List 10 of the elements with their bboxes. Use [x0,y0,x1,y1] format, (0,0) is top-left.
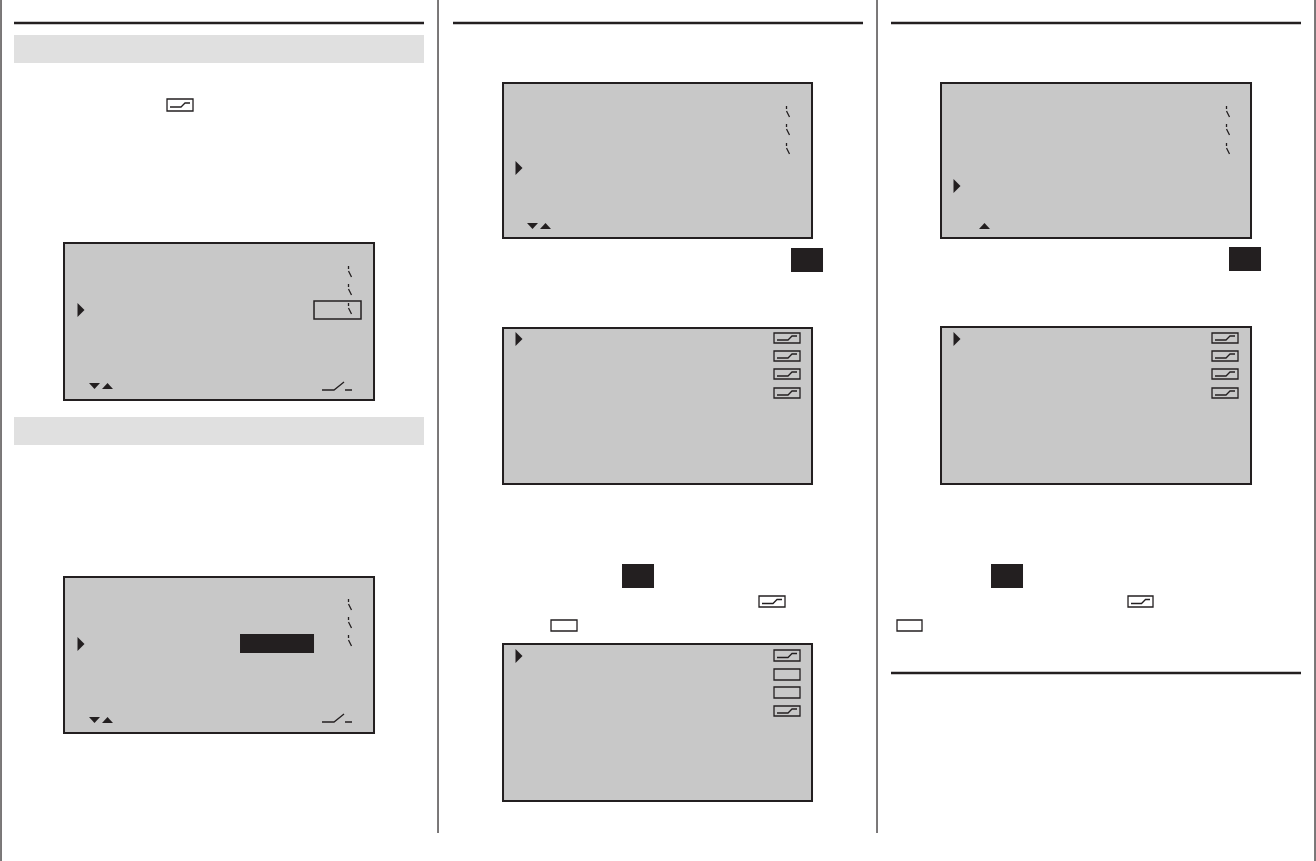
lcd-screen [940,326,1252,485]
heading-band [14,417,424,445]
lcd-screen [502,643,813,802]
lcd-screen [502,327,813,485]
lcd-screen [502,82,813,239]
lcd-screen [63,576,375,734]
selection-bar [240,634,314,653]
lcd-screen [63,242,375,401]
heading-band [14,35,424,63]
lcd-screen [940,82,1252,239]
